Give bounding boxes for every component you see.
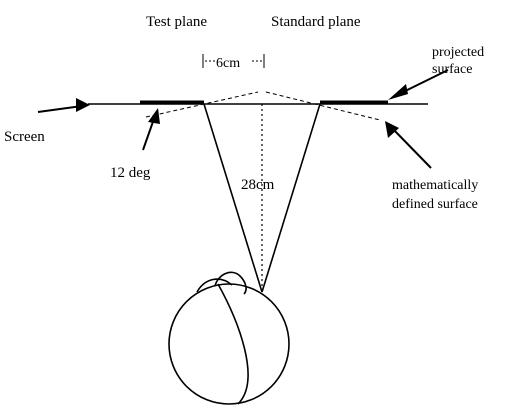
eye-lid [196, 278, 233, 293]
standard-plane-math-surface [265, 91, 381, 121]
distance-label: 28cm [241, 177, 275, 193]
test-plane-label: Test plane [146, 14, 207, 30]
projected-surface-label-line2: surface [432, 62, 472, 77]
head-meridian [217, 283, 249, 405]
screen-label: Screen [4, 129, 45, 145]
width-label: 6cm [216, 56, 240, 71]
sightline-test [203, 103, 263, 293]
math-surface-label-line2: defined surface [392, 197, 478, 212]
math-surface-label-line1: mathematically [392, 178, 478, 193]
standard-plane-label: Standard plane [271, 14, 361, 30]
screen-arrow [37, 98, 90, 113]
projected-surface-label-line1: projected [432, 45, 484, 60]
angle-label: 12 deg [110, 165, 151, 181]
test-plane-math-surface [145, 91, 259, 118]
projected-surface-arrow [388, 69, 449, 100]
math-surface-arrow [385, 121, 432, 169]
nose [214, 271, 247, 295]
head-circle [168, 283, 290, 405]
angle-arrow [142, 108, 160, 151]
sightline-standard [261, 103, 321, 293]
